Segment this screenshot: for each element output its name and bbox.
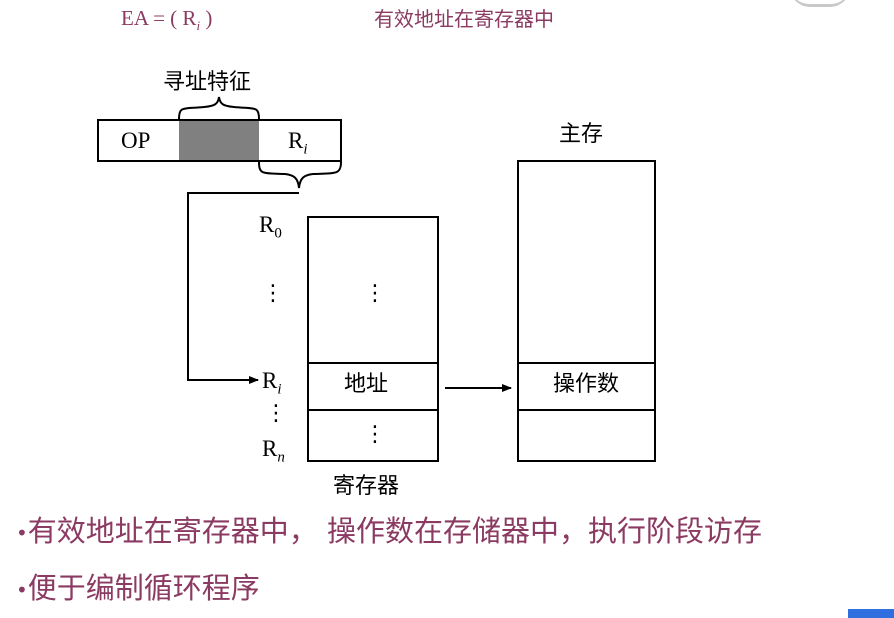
top-brace: [178, 96, 260, 120]
register-dots-upper: ⋮: [364, 281, 386, 306]
bullet-item-1: •有效地址在寄存器中， 操作数在存储器中，执行阶段访存: [16, 517, 762, 546]
formula: EA = ( Ri ): [121, 6, 213, 34]
register-label-dots-lower: ⋮: [265, 401, 287, 426]
rn-main: R: [262, 436, 278, 461]
addressing-feature-label: 寻址特征: [163, 70, 252, 95]
pointer-to-register: [187, 192, 299, 384]
ri-field-sub: i: [303, 141, 308, 158]
ri-field-main: R: [288, 128, 304, 153]
r0-main: R: [259, 212, 275, 237]
register-dots-lower: ⋮: [364, 422, 386, 447]
rn-sub: n: [277, 449, 285, 466]
bottom-brace: [258, 161, 342, 189]
memory-cell-operand: 操作数: [553, 372, 620, 397]
main-memory-title: 主存: [559, 122, 604, 147]
corner-fragment: [790, 0, 850, 7]
bullet-dot: •: [16, 521, 28, 545]
register-divider-top: [307, 362, 439, 364]
corner-tab: [848, 609, 894, 618]
bullet-text-2: 便于编制循环程序: [27, 571, 260, 605]
register-file-caption: 寄存器: [333, 474, 400, 499]
ri-main: R: [262, 368, 278, 393]
register-label-dots-upper: ⋮: [262, 281, 284, 306]
bullet-dot: •: [16, 578, 28, 602]
ri-sub: i: [277, 381, 282, 398]
bullet-item-2: •便于编制循环程序: [16, 574, 260, 603]
op-field: OP: [121, 128, 151, 153]
page-subtitle: 有效地址在寄存器中: [374, 7, 554, 31]
bullet-text-1: 有效地址在寄存器中， 操作数在存储器中，执行阶段访存: [27, 514, 763, 548]
r0-sub: 0: [274, 225, 282, 242]
addressing-mode-field: [179, 121, 259, 160]
main-memory: [517, 160, 656, 462]
formula-right: ): [200, 6, 213, 30]
register-label-r0: R0: [259, 213, 282, 242]
formula-left: EA = ( R: [121, 6, 197, 30]
memory-divider-top: [517, 362, 656, 364]
formula-sub: i: [196, 18, 201, 34]
register-cell-address: 地址: [344, 372, 389, 397]
register-label-rn: Rn: [262, 437, 285, 466]
register-divider-bottom: [307, 409, 439, 411]
register-file: [307, 216, 439, 462]
memory-divider-bottom: [517, 409, 656, 411]
register-label-ri: Ri: [262, 369, 282, 398]
ri-field: Ri: [288, 129, 308, 158]
